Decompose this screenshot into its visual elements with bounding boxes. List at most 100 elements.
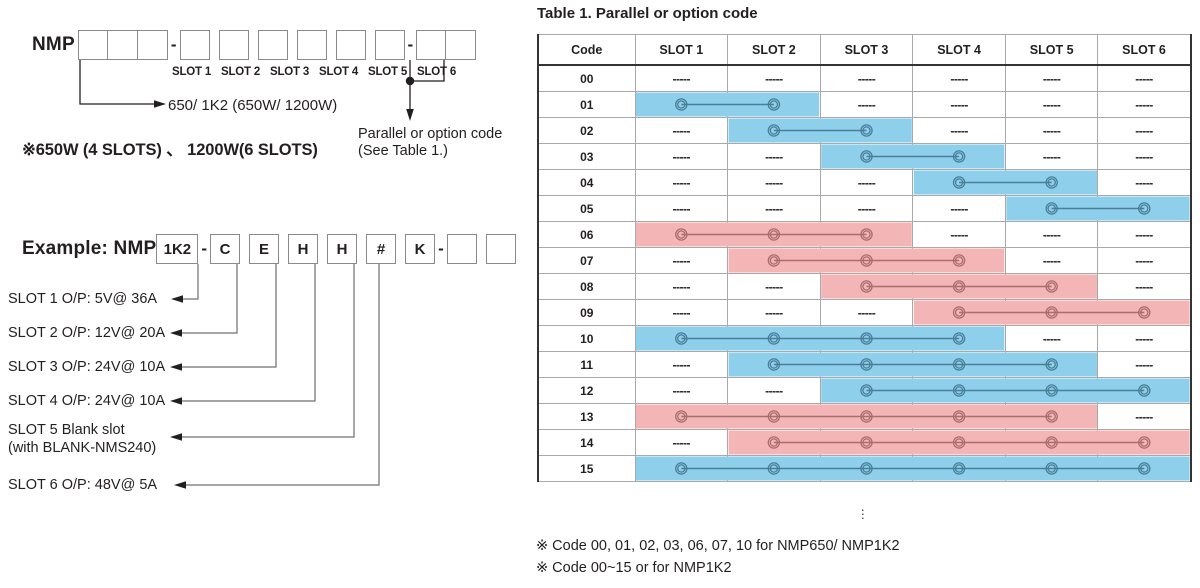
code-cell-15: 15 [537, 455, 636, 482]
cell-15-slot5 [1004, 455, 1099, 482]
option-callout-line2: (See Table 1.) [358, 143, 449, 159]
cell-10-slot4 [912, 325, 1006, 352]
series-box-2[interactable] [107, 30, 138, 60]
power-note: ※650W (4 SLOTS) 、 1200W(6 SLOTS) [22, 141, 318, 159]
slot-box-3[interactable] [257, 30, 288, 60]
example-slot-box-6[interactable]: K [405, 234, 436, 264]
cell-06-slot4: ----- [912, 221, 1006, 248]
example-tail-box-2[interactable] [485, 234, 516, 264]
slot-description-3: SLOT 3 O/P: 24V@ 10A [8, 359, 166, 375]
slot-box-1[interactable] [179, 30, 210, 60]
cell-12-slot4 [912, 377, 1006, 404]
table-body: 00------------------------------01------… [537, 64, 1192, 482]
cell-05-slot6 [1097, 195, 1192, 222]
cell-09-slot2: ----- [727, 299, 821, 326]
code-cell-06: 06 [537, 221, 636, 248]
empty-mark: ----- [672, 357, 691, 372]
cell-05-slot1: ----- [634, 195, 729, 222]
empty-mark: ----- [1135, 123, 1153, 138]
empty-mark: ----- [950, 71, 968, 86]
cell-10-slot5: ----- [1004, 325, 1099, 352]
empty-mark: ----- [1135, 175, 1153, 190]
empty-mark: ----- [765, 71, 783, 86]
example-tail-box-1[interactable] [446, 234, 477, 264]
cell-03-slot5: ----- [1004, 143, 1099, 170]
example-label: Example: NMP [22, 238, 157, 259]
cell-15-slot6 [1097, 455, 1192, 482]
empty-mark: ----- [765, 305, 783, 320]
option-box-1[interactable] [416, 30, 447, 60]
empty-mark: ----- [672, 123, 691, 138]
empty-mark: ----- [765, 383, 783, 398]
empty-mark: ----- [1042, 253, 1061, 268]
example-slot-box-5[interactable]: # [366, 234, 397, 264]
empty-mark: ----- [1135, 357, 1153, 372]
cell-11-slot1: ----- [634, 351, 729, 378]
cell-00-slot1: ----- [634, 64, 729, 92]
cell-06-slot5: ----- [1004, 221, 1099, 248]
empty-mark: ----- [765, 175, 783, 190]
cell-00-slot6: ----- [1097, 64, 1192, 92]
slot-caption-5: SLOT 5 [368, 66, 408, 78]
cell-10-slot1 [634, 325, 729, 352]
cell-11-slot5 [1004, 351, 1099, 378]
empty-mark: ----- [857, 97, 876, 112]
cell-07-slot3 [819, 247, 914, 274]
example-slot-box-3[interactable]: H [288, 234, 319, 264]
cell-04-slot3: ----- [819, 169, 914, 196]
empty-mark: ----- [672, 383, 691, 398]
series-box-3[interactable] [137, 30, 168, 60]
cell-05-slot4: ----- [912, 195, 1006, 222]
empty-mark: ----- [1042, 149, 1061, 164]
empty-mark: ----- [1135, 253, 1153, 268]
series-callout-text: 650/ 1K2 (650W/ 1200W) [168, 97, 338, 114]
cell-12-slot2: ----- [727, 377, 821, 404]
cell-06-slot6: ----- [1097, 221, 1192, 248]
table-row: 02-------------------- [537, 117, 1192, 144]
cell-13-slot3 [819, 403, 914, 430]
cell-11-slot4 [912, 351, 1006, 378]
example-slot-box-1[interactable]: C [210, 234, 241, 264]
cell-11-slot3 [819, 351, 914, 378]
slot-box-5[interactable] [335, 30, 366, 60]
separator-dash-1: - [170, 35, 177, 54]
cell-03-slot1: ----- [634, 143, 729, 170]
cell-13-slot6: ----- [1097, 403, 1192, 430]
table-row: 01-------------------- [537, 91, 1192, 118]
model-prefix: NMP [32, 34, 75, 55]
series-box-group [77, 30, 168, 60]
slot-description-1: SLOT 1 O/P: 5V@ 36A [8, 291, 158, 307]
slot-box-6[interactable] [374, 30, 405, 60]
slot-box-4[interactable] [296, 30, 327, 60]
slot-description-7: SLOT 6 O/P: 48V@ 5A [8, 477, 158, 493]
slot-caption-3: SLOT 3 [270, 66, 310, 78]
empty-mark: ----- [1042, 71, 1061, 86]
option-box-2[interactable] [446, 30, 477, 60]
empty-mark: ----- [950, 97, 968, 112]
cell-01-slot1 [634, 91, 729, 118]
example-slot-box-2[interactable]: E [249, 234, 280, 264]
code-cell-09: 09 [537, 299, 636, 326]
cell-02-slot5: ----- [1004, 117, 1099, 144]
series-box-1[interactable] [77, 30, 108, 60]
cell-10-slot2 [727, 325, 821, 352]
empty-mark: ----- [1135, 331, 1153, 346]
cell-09-slot3: ----- [819, 299, 914, 326]
empty-mark: ----- [950, 201, 968, 216]
vertical-ellipsis-icon: ... [861, 499, 865, 522]
cell-03-slot2: ----- [727, 143, 821, 170]
empty-mark: ----- [857, 305, 876, 320]
table-row: 04-------------------- [537, 169, 1192, 196]
code-cell-05: 05 [537, 195, 636, 222]
slot-box-2[interactable] [218, 30, 249, 60]
code-cell-01: 01 [537, 91, 636, 118]
empty-mark: ----- [1135, 279, 1153, 294]
empty-mark: ----- [1135, 409, 1153, 424]
cell-02-slot4: ----- [912, 117, 1006, 144]
cell-02-slot3 [819, 117, 914, 144]
cell-14-slot3 [819, 429, 914, 456]
table-row: 07--------------- [537, 247, 1192, 274]
empty-mark: ----- [857, 71, 876, 86]
example-slot-box-4[interactable]: H [327, 234, 358, 264]
cell-09-slot6 [1097, 299, 1192, 326]
